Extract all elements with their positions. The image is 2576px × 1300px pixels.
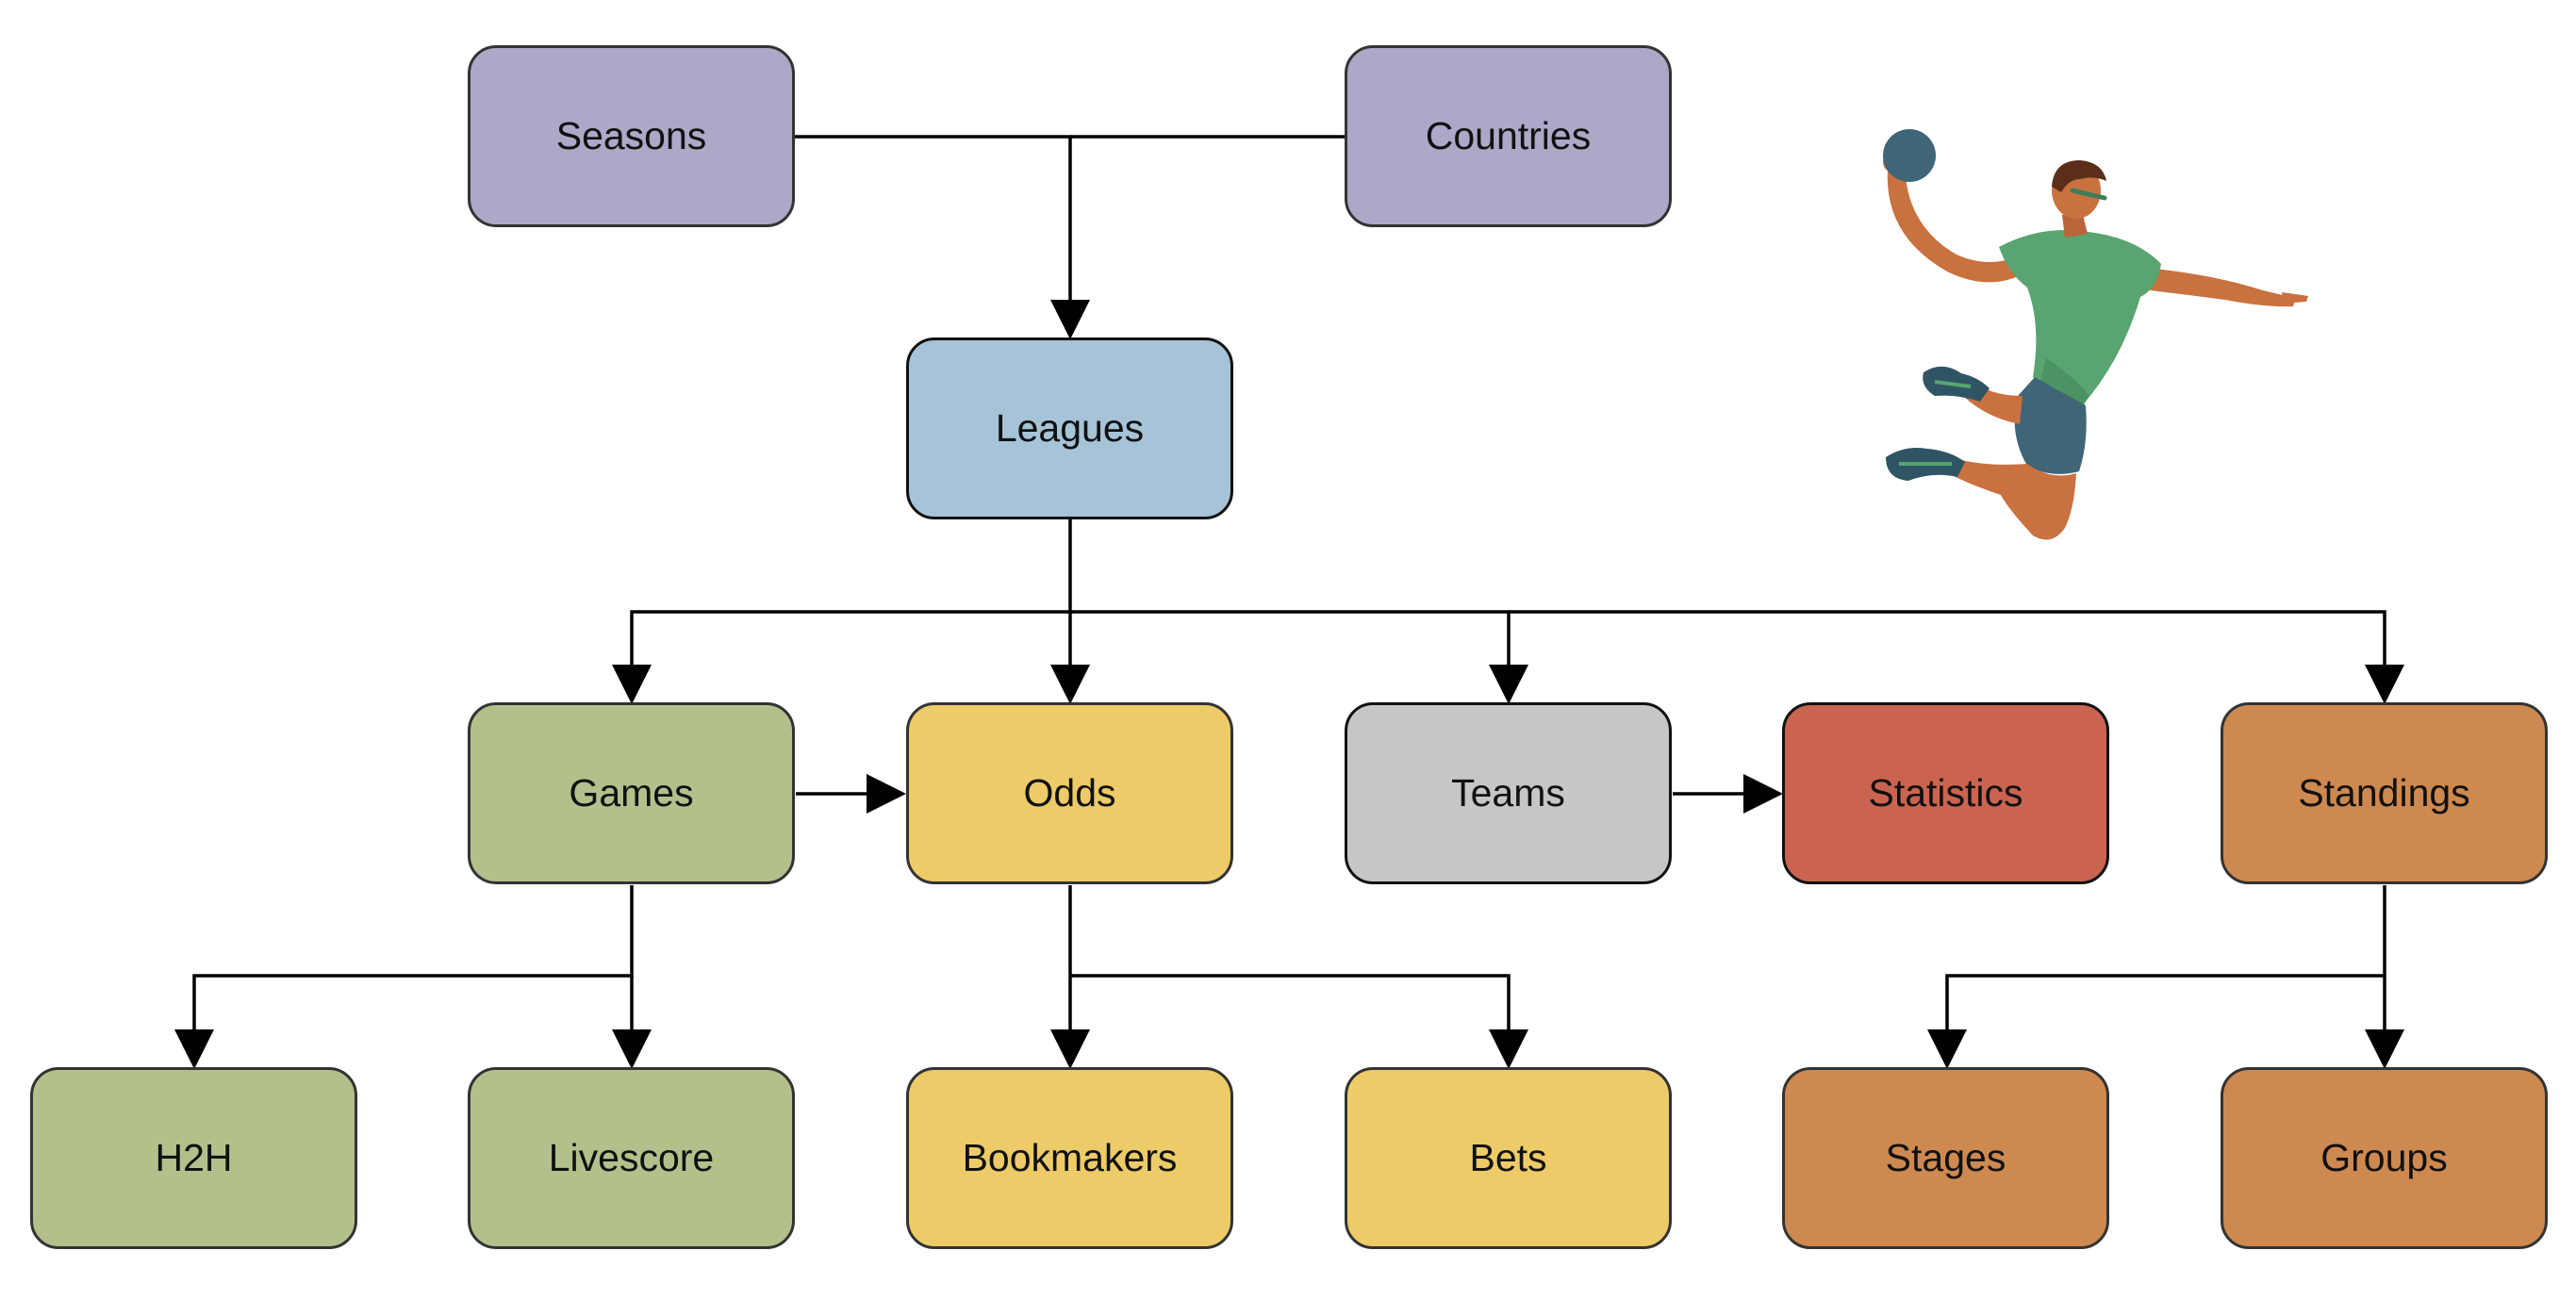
node-stages: Stages xyxy=(1782,1067,2109,1249)
node-standings-label: Standings xyxy=(2298,771,2470,815)
edge-odds-bets xyxy=(1070,974,1511,1031)
node-standings: Standings xyxy=(2221,702,2548,884)
node-teams-label: Teams xyxy=(1451,771,1565,815)
node-bookmakers: Bookmakers xyxy=(906,1067,1233,1249)
node-h2h-label: H2H xyxy=(155,1136,233,1179)
arrowhead-teams-statistics xyxy=(1743,774,1783,814)
node-odds: Odds xyxy=(906,702,1233,884)
node-bookmakers-label: Bookmakers xyxy=(962,1136,1178,1179)
arrowhead-bookmakers xyxy=(1050,1029,1090,1069)
edge-leagues-games xyxy=(630,610,1070,666)
handball-player-icon xyxy=(1883,129,2308,540)
arrowhead-teams xyxy=(1489,665,1528,704)
arrowheads xyxy=(174,300,2404,1069)
arrowhead-games xyxy=(612,665,652,704)
edge-leagues-teams xyxy=(1070,610,1511,666)
edge-leagues-standings xyxy=(1509,610,2386,666)
node-statistics-label: Statistics xyxy=(1868,771,2023,815)
node-livescore-label: Livescore xyxy=(548,1136,715,1179)
node-odds-label: Odds xyxy=(1023,771,1116,815)
node-countries: Countries xyxy=(1345,45,1672,227)
node-seasons: Seasons xyxy=(468,45,795,227)
edge-standings-stages xyxy=(1945,974,2385,1031)
edge-seasons-leagues xyxy=(794,135,1072,302)
arrowhead-bets xyxy=(1489,1029,1528,1069)
node-countries-label: Countries xyxy=(1425,114,1592,157)
arrowhead-h2h xyxy=(174,1029,214,1069)
node-bets: Bets xyxy=(1345,1067,1672,1249)
arrowhead-groups xyxy=(2365,1029,2404,1069)
node-games: Games xyxy=(468,702,795,884)
arrowhead-stages xyxy=(1927,1029,1967,1069)
connector-lines xyxy=(192,135,2386,1031)
arrowhead-livescore xyxy=(612,1029,652,1069)
arrowhead-leagues xyxy=(1050,300,1090,339)
node-leagues: Leagues xyxy=(906,337,1233,519)
arrowhead-games-odds xyxy=(867,774,906,814)
node-bets-label: Bets xyxy=(1469,1136,1547,1179)
node-statistics: Statistics xyxy=(1782,702,2109,884)
node-livescore: Livescore xyxy=(468,1067,795,1249)
node-teams: Teams xyxy=(1345,702,1672,884)
node-seasons-label: Seasons xyxy=(555,114,707,157)
arrowhead-odds xyxy=(1050,665,1090,704)
node-groups-label: Groups xyxy=(2320,1136,2448,1179)
node-games-label: Games xyxy=(569,771,694,815)
node-leagues-label: Leagues xyxy=(995,406,1145,450)
node-groups: Groups xyxy=(2221,1067,2548,1249)
node-stages-label: Stages xyxy=(1885,1136,2006,1179)
edge-games-h2h xyxy=(192,885,634,1031)
arrowhead-standings xyxy=(2365,665,2404,704)
node-h2h: H2H xyxy=(30,1067,357,1249)
